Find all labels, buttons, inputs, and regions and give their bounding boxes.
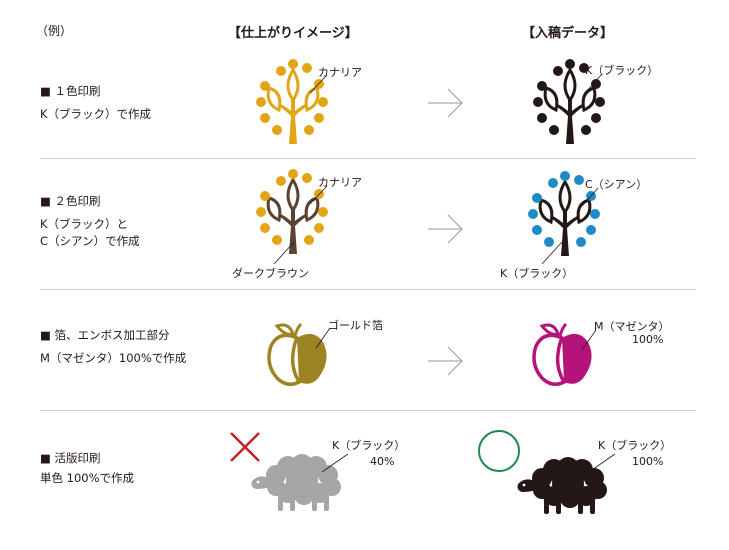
sheep-icon: [517, 457, 607, 514]
sheep-icon: [251, 454, 341, 511]
tree-icon: [256, 169, 328, 254]
row1-left-label: カナリア: [318, 66, 362, 79]
arrow-right-icon: [428, 346, 463, 376]
leader-line: [315, 327, 331, 349]
row4-right-label-1: K（ブラック）: [598, 439, 672, 452]
row1-title: ■ １色印刷: [40, 84, 101, 98]
row3-left-label: ゴールド箔: [328, 319, 383, 332]
row3-right-label-1: M（マゼンタ）: [594, 320, 670, 333]
row3-desc: M（マゼンタ）100%で作成: [40, 351, 187, 365]
row4-desc: 単色 100%で作成: [40, 471, 135, 485]
leader-line: [309, 185, 328, 205]
row2-desc-line2: C（シアン）で作成: [40, 234, 140, 248]
row-divider: [40, 410, 696, 411]
leader-line: [321, 453, 349, 473]
arrow-right-icon: [428, 214, 463, 244]
row2-right-label-black: K（ブラック）: [500, 267, 574, 280]
leader-line: [588, 453, 616, 473]
leader-line: [581, 187, 599, 207]
finished-image-heading: 【仕上がりイメージ】: [228, 26, 358, 41]
row2-title: ■ ２色印刷: [40, 194, 101, 208]
leader-line: [581, 329, 597, 351]
row2-left-label-brown: ダークブラウン: [232, 267, 309, 280]
row4-right-label-2: 100%: [632, 455, 664, 468]
tree-icon: [528, 171, 600, 256]
row4-title: ■ 活版印刷: [40, 451, 101, 465]
row2-left-label-canary: カナリア: [318, 176, 362, 189]
row3-title: ■ 箔、エンボス加工部分: [40, 328, 170, 342]
arrow-right-icon: [428, 88, 463, 118]
apple-icon: [267, 322, 327, 386]
leader-line: [541, 241, 563, 265]
row1-right-label: K（ブラック）: [585, 64, 659, 77]
leader-line: [273, 241, 295, 265]
circle-mark-icon: [478, 430, 520, 472]
leader-line: [309, 74, 328, 94]
row2-right-label-cyan: C（シアン）: [585, 178, 648, 191]
row1-desc: K（ブラック）で作成: [40, 107, 152, 121]
input-data-heading: 【入稿データ】: [522, 26, 614, 41]
tree-icon: [533, 59, 605, 144]
row2-desc-line1: K（ブラック）と: [40, 217, 129, 231]
cross-mark-icon: [230, 432, 260, 462]
row3-right-label-2: 100%: [632, 333, 664, 346]
row-divider: [40, 158, 696, 159]
leader-line: [585, 73, 603, 93]
row-divider: [40, 289, 696, 290]
tree-icon: [256, 59, 328, 144]
row4-left-label-1: K（ブラック）: [332, 439, 406, 452]
row4-left-label-2: 40%: [370, 455, 395, 468]
example-label: （例）: [36, 24, 73, 38]
